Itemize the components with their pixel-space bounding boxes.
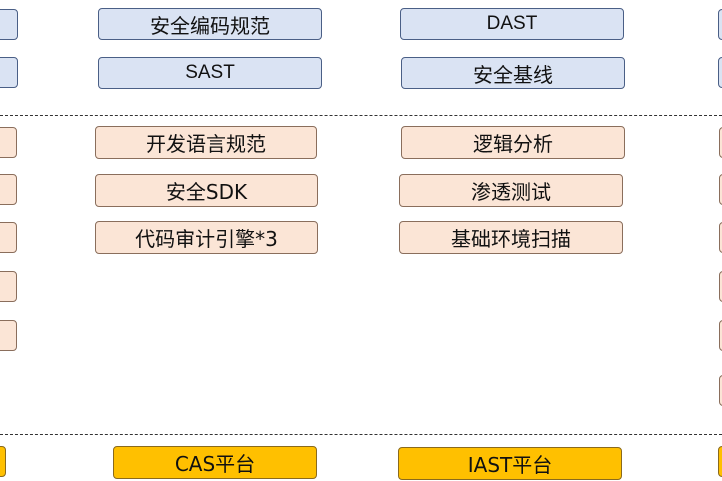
right-partial-box [719,320,722,351]
left-partial-box [0,271,17,302]
right-partial-box [719,222,722,253]
dast-box: DAST [400,8,624,40]
right-partial-box [719,127,722,158]
tier-divider [0,434,722,435]
penetration-test-box: 渗透测试 [399,174,623,207]
right-partial-box [719,271,722,302]
left-partial-box [0,446,6,477]
logic-analysis-box: 逻辑分析 [401,126,625,159]
code-audit-engine-box: 代码审计引擎*3 [95,221,318,254]
base-env-scan-box: 基础环境扫描 [399,221,623,254]
secure-coding-standard-box: 安全编码规范 [98,8,322,40]
right-partial-box [718,57,722,88]
right-partial-box [719,174,722,205]
right-partial-box [718,9,722,40]
tier-divider [0,115,722,116]
left-partial-box [0,174,17,205]
right-partial-box [719,375,722,406]
left-partial-box [0,222,17,253]
left-partial-box [0,127,17,158]
sast-box: SAST [98,57,322,89]
left-partial-box [0,57,18,88]
left-partial-box [0,320,17,351]
left-partial-box [0,9,18,40]
right-partial-box [718,446,722,477]
cas-platform-box: CAS平台 [113,446,317,479]
security-baseline-box: 安全基线 [401,57,625,89]
security-sdk-box: 安全SDK [95,174,318,207]
dev-language-standard-box: 开发语言规范 [95,126,317,159]
iast-platform-box: IAST平台 [398,447,622,480]
